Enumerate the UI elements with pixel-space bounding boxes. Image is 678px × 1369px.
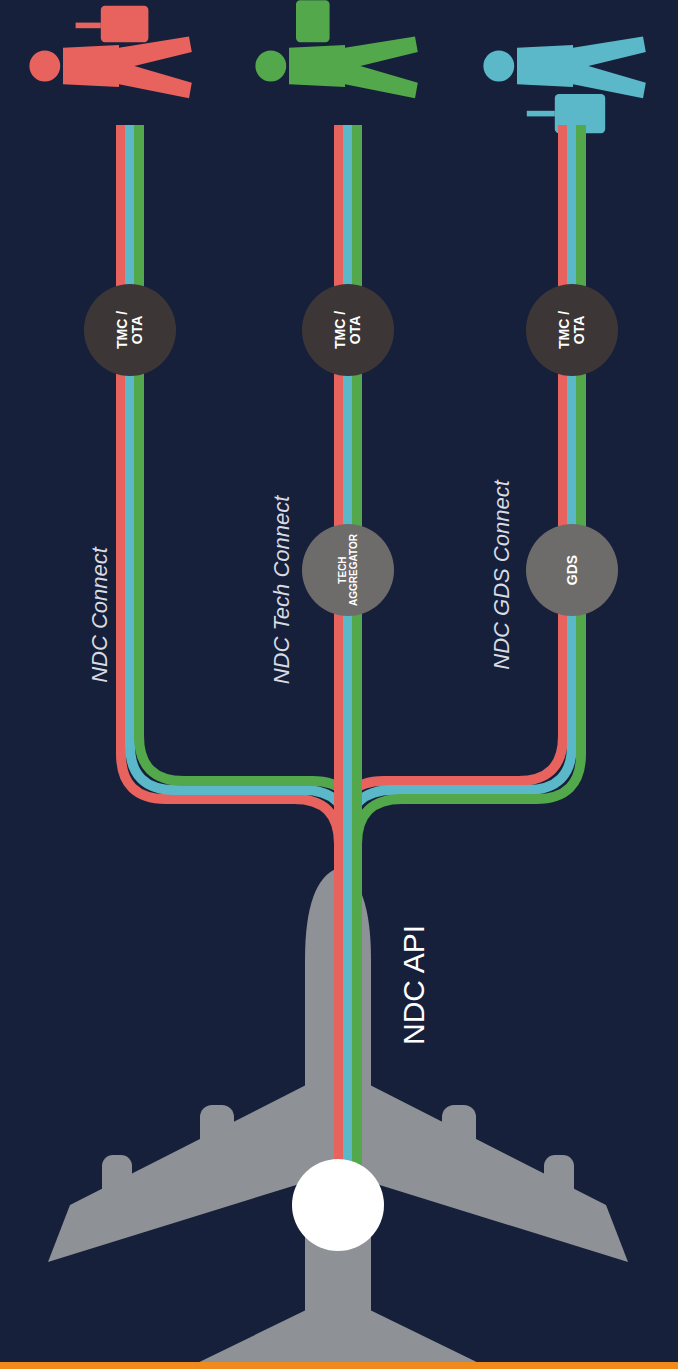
traveller-legs — [119, 37, 192, 99]
left-wing — [48, 1085, 306, 1262]
connection-label: NDC API — [397, 925, 431, 1045]
engine — [102, 1155, 132, 1221]
right-wing — [370, 1085, 628, 1262]
traveller-figure — [255, 0, 417, 98]
engine — [442, 1105, 476, 1177]
connector-band — [339, 376, 357, 524]
connector-stripe — [352, 376, 362, 524]
traveller-figure — [29, 6, 191, 98]
network-node-circle: TECH AGGREGATOR — [302, 524, 394, 616]
traveller-figure — [483, 37, 645, 134]
bag — [296, 0, 330, 42]
network-node-circle: GDS — [526, 524, 618, 616]
flow-stripe — [130, 125, 348, 1210]
connector-stripe — [558, 376, 568, 524]
suitcase-handle — [527, 111, 555, 117]
connector-stripe — [334, 376, 344, 524]
suitcase — [101, 6, 149, 42]
node-label: TMC / OTA — [333, 307, 362, 353]
connector-stripe — [567, 376, 577, 524]
traveller-legs — [345, 37, 418, 99]
connector-band — [563, 376, 581, 524]
traveller-head — [255, 51, 286, 82]
connection-label: NDC GDS Connect — [489, 480, 515, 670]
network-node-circle: TMC / OTA — [84, 284, 176, 376]
node-label: TMC / OTA — [115, 307, 144, 353]
traveller-body — [63, 45, 119, 87]
orange-rule — [0, 1362, 678, 1369]
flow-stripe — [121, 125, 339, 1210]
connection-label: NDC Tech Connect — [269, 496, 295, 685]
traveller-head — [29, 51, 60, 82]
network-node-circle: TMC / OTA — [302, 284, 394, 376]
tail-stabilizer — [185, 1310, 306, 1369]
api-hub — [292, 1159, 384, 1251]
traveller-body — [289, 45, 345, 87]
connector-stripe — [343, 376, 353, 524]
traveller-legs — [573, 37, 646, 99]
flow-stripe — [348, 125, 572, 1210]
node-label: GDS — [565, 540, 580, 600]
traveller-body — [517, 45, 573, 87]
traveller-head — [483, 51, 514, 82]
connector-stripe — [576, 376, 586, 524]
engine — [544, 1155, 574, 1221]
engine — [200, 1105, 234, 1177]
flow-stripe — [357, 125, 581, 1210]
suitcase-handle — [76, 23, 101, 29]
node-label: TECH AGGREGATOR — [338, 530, 359, 610]
tail-stabilizer — [370, 1310, 491, 1369]
flow-stripe — [139, 125, 357, 1210]
connection-label: NDC Connect — [87, 547, 113, 683]
network-node-circle: TMC / OTA — [526, 284, 618, 376]
node-label: TMC / OTA — [557, 307, 586, 353]
flow-stripe — [339, 125, 563, 1210]
